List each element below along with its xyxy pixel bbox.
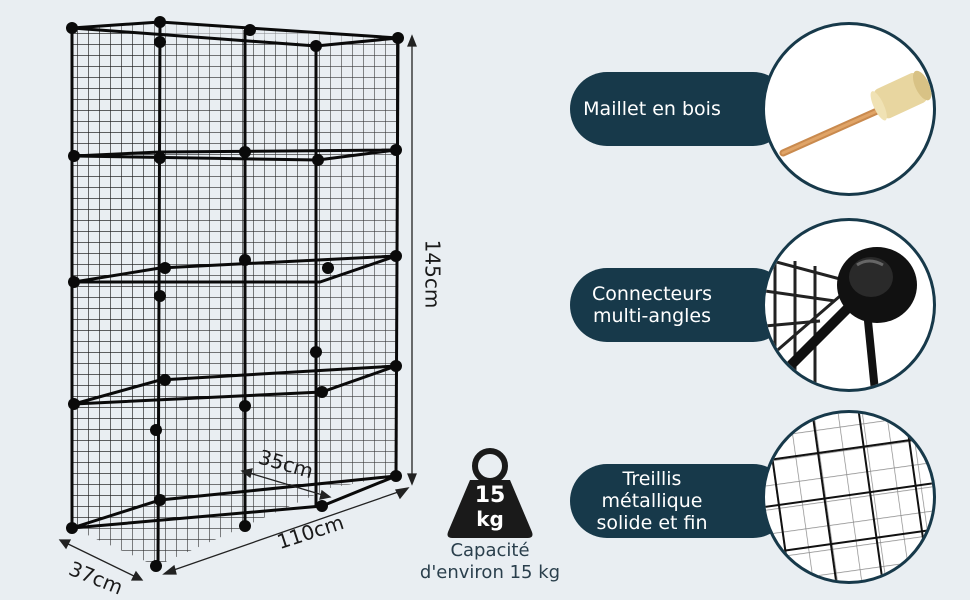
weight-number: 15 bbox=[474, 483, 506, 508]
feature-circle-connectors bbox=[762, 218, 936, 392]
capacity-caption-line2: d'environ 15 kg bbox=[419, 562, 561, 583]
wooden-mallet-icon bbox=[779, 70, 932, 157]
kettlebell-weight-icon bbox=[447, 448, 533, 538]
height-dimension-label: 145cm bbox=[420, 239, 445, 309]
feature-circle-mallet bbox=[762, 22, 936, 196]
capacity-caption: Capacité d'environ 15 kg bbox=[395, 540, 585, 584]
feature-pill-mallet: Maillet en bois bbox=[570, 72, 790, 146]
dimension-lines bbox=[58, 34, 417, 581]
feature-pill-connectors: Connecteurs multi-angles bbox=[570, 268, 790, 342]
feature-circle-mesh bbox=[762, 410, 936, 584]
feature-label-mesh: Treillis métallique solide et fin bbox=[596, 468, 708, 534]
weight-badge: 15 kg bbox=[450, 480, 530, 531]
wire-grid-icon bbox=[765, 413, 933, 581]
feature-pill-mesh: Treillis métallique solide et fin bbox=[570, 464, 790, 538]
weight-unit: kg bbox=[476, 507, 504, 531]
feature-label-connectors: Connecteurs multi-angles bbox=[591, 283, 712, 327]
wire-cube-shelf bbox=[66, 16, 404, 572]
connector-icon bbox=[765, 247, 917, 389]
feature-label-mallet: Maillet en bois bbox=[583, 98, 721, 120]
capacity-caption-line1: Capacité bbox=[450, 540, 530, 561]
